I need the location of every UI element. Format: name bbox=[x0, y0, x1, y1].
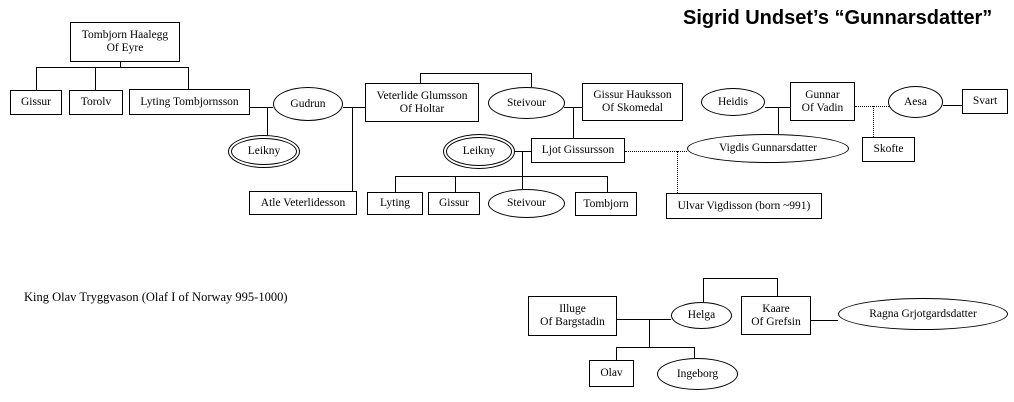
node-lyting-jr: Lyting bbox=[367, 192, 423, 215]
connector-illuge-children-stem bbox=[649, 319, 650, 347]
node-tombjorn-jr: Tombjorn bbox=[575, 192, 637, 216]
node-gudrun: Gudrun bbox=[273, 87, 343, 121]
connector-illuge-helga-marriage bbox=[617, 319, 671, 320]
connector-drop-leikny1 bbox=[267, 107, 268, 136]
connector-drop-tombjorn-jr bbox=[607, 176, 608, 192]
connector-drop-skofte-dotted bbox=[873, 106, 874, 137]
connector-drop-ingeborg bbox=[694, 347, 695, 358]
node-lyting-tombjornsson: Lyting Tombjornsson bbox=[129, 89, 250, 115]
node-ulvar-vigdisson: Ulvar Vigdisson (born ~991) bbox=[666, 193, 822, 219]
connector-illuge-children-bar bbox=[616, 347, 694, 348]
connector-aesa-svart-marriage bbox=[943, 105, 962, 106]
connector-tombjorn-children-bar bbox=[36, 67, 188, 68]
connector-drop-gissur-sr bbox=[36, 67, 37, 90]
connector-veterlide-bracket-right bbox=[531, 73, 532, 87]
page-title: Sigrid Undset’s “Gunnarsdatter” bbox=[683, 7, 993, 29]
node-svart: Svart bbox=[962, 89, 1008, 114]
connector-helga-bracket-right bbox=[777, 278, 778, 296]
node-illuge-of-bargstadin: Illuge Of Bargstadin bbox=[528, 296, 617, 336]
connector-helga-bracket-left bbox=[703, 278, 704, 302]
node-helga: Helga bbox=[671, 302, 732, 329]
connector-drop-ljot bbox=[573, 107, 574, 138]
king-olav-note: King Olav Tryggvason (Olaf I of Norway 9… bbox=[24, 290, 288, 304]
connector-tombjorn-stem bbox=[120, 62, 121, 68]
connector-drop-lyting-jr bbox=[395, 176, 396, 192]
node-olav: Olav bbox=[589, 360, 634, 387]
connector-drop-steivour-jr bbox=[522, 176, 523, 189]
node-kaare-of-grefsin: Kaare Of Grefsin bbox=[741, 296, 811, 335]
node-steivour-2: Steivour bbox=[488, 189, 565, 218]
connector-drop-vigdis bbox=[778, 107, 779, 134]
connector-ljot-vigdis-dotted bbox=[625, 151, 687, 152]
connector-drop-lyting bbox=[188, 67, 189, 89]
connector-gunnar-aesa-dotted bbox=[855, 106, 889, 107]
connector-veterlide-bracket-left bbox=[420, 73, 421, 83]
node-leikny-2: Leikny bbox=[443, 134, 515, 169]
node-atle-veterlidesson: Atle Veterlidesson bbox=[249, 191, 357, 215]
node-skofte: Skofte bbox=[862, 137, 915, 162]
node-ljot-gissursson: Ljot Gissursson bbox=[531, 138, 625, 163]
node-torolv: Torolv bbox=[69, 90, 123, 115]
node-gissur-sr: Gissur bbox=[10, 90, 62, 115]
node-leikny-1: Leikny bbox=[228, 135, 300, 168]
connector-ljot-children-bar bbox=[395, 176, 607, 177]
connector-drop-atle bbox=[352, 107, 353, 192]
node-heidis: Heidis bbox=[701, 88, 765, 116]
connector-gudrun-veterlide-marriage bbox=[343, 107, 365, 108]
connector-heidis-gunnar-marriage bbox=[765, 107, 790, 108]
connector-drop-gissur-jr bbox=[455, 176, 456, 192]
node-gissur-jr: Gissur bbox=[428, 192, 480, 215]
node-gunnar-of-vadin: Gunnar Of Vadin bbox=[790, 82, 855, 121]
connector-leikny2-ljot-marriage bbox=[515, 151, 531, 152]
connector-lyting-gudrun-marriage bbox=[250, 107, 273, 108]
node-veterlide-glumsson: Veterlide Glumsson Of Holtar bbox=[365, 83, 479, 122]
node-vigdis-gunnarsdatter: Vigdis Gunnarsdatter bbox=[687, 134, 849, 163]
connector-helga-kaare-bracket bbox=[703, 278, 777, 279]
connector-drop-ulvar-dotted bbox=[677, 151, 678, 193]
node-ingeborg: Ingeborg bbox=[657, 358, 738, 390]
connector-veterlide-steivour-bracket bbox=[420, 73, 531, 74]
connector-kaare-ragna-marriage bbox=[811, 320, 838, 321]
connector-drop-torolv bbox=[95, 67, 96, 90]
connector-ljot-children-stem bbox=[522, 151, 523, 176]
node-aesa: Aesa bbox=[888, 86, 943, 118]
node-tombjorn-haalegg: Tombjorn Haalegg Of Eyre bbox=[70, 22, 180, 62]
node-gissur-hauksson: Gissur Hauksson Of Skomedal bbox=[582, 83, 683, 121]
connector-drop-olav bbox=[616, 347, 617, 360]
node-steivour-1: Steivour bbox=[488, 87, 565, 119]
node-ragna-grjotgardsdatter: Ragna Grjotgardsdatter bbox=[838, 298, 1008, 330]
